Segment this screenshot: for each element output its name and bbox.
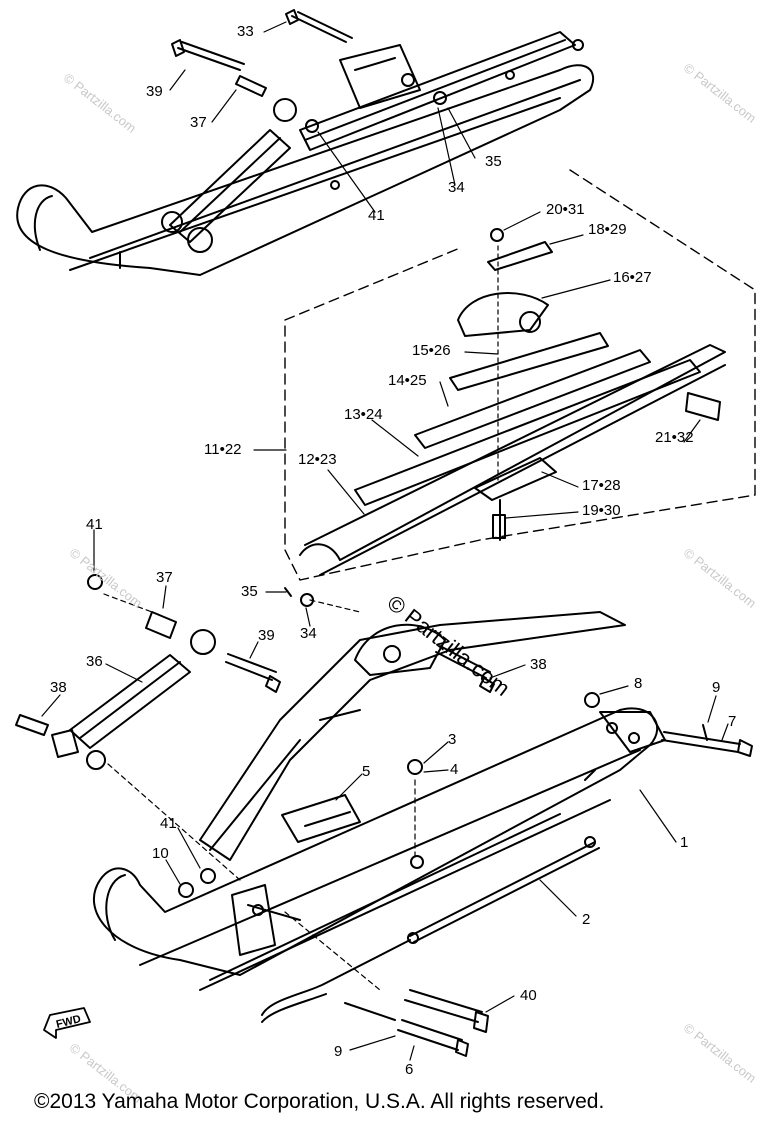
callout-18-29: 18•29	[588, 221, 627, 238]
callout-39: 39	[146, 83, 163, 100]
callout-2: 2	[582, 911, 591, 928]
callout-7: 7	[728, 713, 737, 730]
callout-9b: 9	[334, 1043, 343, 1060]
callout-37b: 37	[156, 569, 173, 586]
callout-38b: 38	[530, 656, 547, 673]
callout-35: 35	[485, 153, 502, 170]
callout-6: 6	[405, 1061, 414, 1078]
leaf-spring-exploded-box	[284, 169, 756, 581]
callout-35b: 35	[241, 583, 258, 600]
callout-34: 34	[448, 179, 465, 196]
callout-13-24: 13•24	[344, 406, 383, 423]
callout-41: 41	[368, 207, 385, 224]
callout-15-26: 15•26	[412, 342, 451, 359]
callout-4: 4	[450, 761, 459, 778]
callout-19-30: 19•30	[582, 502, 621, 519]
callout-41c: 41	[160, 815, 177, 832]
callout-5: 5	[362, 763, 371, 780]
callout-3: 3	[448, 731, 457, 748]
bottom-ski-assembly	[15, 574, 753, 1057]
fwd-arrow	[43, 1007, 91, 1039]
callout-33: 33	[237, 23, 254, 40]
callout-14-25: 14•25	[388, 372, 427, 389]
callout-21-32: 21•32	[655, 429, 694, 446]
top-ski-assembly	[16, 9, 595, 276]
callout-1: 1	[680, 834, 689, 851]
callout-9a: 9	[712, 679, 721, 696]
leader-lines	[41, 21, 729, 1061]
callout-16-27: 16•27	[613, 269, 652, 286]
copyright-notice: ©2013 Yamaha Motor Corporation, U.S.A. A…	[34, 1090, 605, 1113]
callout-20-31: 20•31	[546, 201, 585, 218]
callout-34b: 34	[300, 625, 317, 642]
callout-11-22: 11•22	[204, 441, 242, 458]
callout-8: 8	[634, 675, 643, 692]
callout-36: 36	[86, 653, 103, 670]
callout-17-28: 17•28	[582, 477, 621, 494]
callout-38a: 38	[50, 679, 67, 696]
callout-37: 37	[190, 114, 207, 131]
callout-41b: 41	[86, 516, 103, 533]
callout-10: 10	[152, 845, 169, 862]
callout-40: 40	[520, 987, 537, 1004]
callout-12-23: 12•23	[298, 451, 337, 468]
callout-39b: 39	[258, 627, 275, 644]
